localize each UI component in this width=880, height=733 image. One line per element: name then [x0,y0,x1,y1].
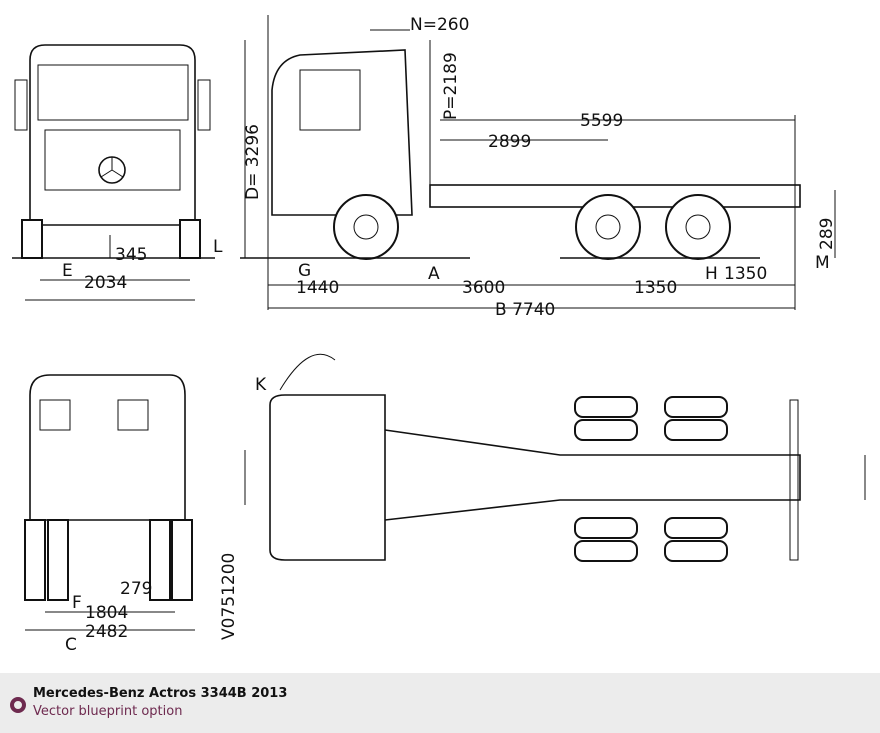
label-289: 289 [817,218,837,250]
label-front-overhang: 1440 [296,278,339,298]
label-total-length: B 7740 [495,300,555,320]
label-wheelbase: 3600 [462,278,505,298]
label-p: P=2189 [441,52,461,120]
label-a: A [428,264,440,284]
side-view [240,15,836,310]
caption-bar [0,673,880,733]
label-axle-spacing: 1350 [634,278,677,298]
label-l: L [213,237,223,257]
label-front-track: 2034 [84,273,127,293]
label-h: H [705,264,718,284]
label-k: K [255,375,267,395]
label-n: N=260 [410,15,469,35]
truck-blueprint: E 345 2034 N=260 P=2189 D= 3296 5599 289… [12,15,866,655]
label-d: D= 3296 [243,124,263,200]
label-2899: 2899 [488,132,531,152]
label-m: M [815,253,830,273]
caption-title: Mercedes-Benz Actros 3344B 2013 [33,686,288,701]
top-view [244,353,866,562]
front-view [12,44,215,301]
label-rear-clearance: 279 [120,579,152,599]
label-front-clearance: 345 [115,245,147,265]
drawing-code: V0751200 [219,553,239,640]
label-5599: 5599 [580,111,623,131]
caption-subtitle[interactable]: Vector blueprint option [33,704,183,719]
label-rear-overhang: 1350 [724,264,767,284]
label-f: F [72,593,82,613]
label-rear-width: 2482 [85,622,128,642]
label-rear-track: 1804 [85,603,128,623]
label-c: C [65,635,77,655]
label-e: E [62,261,73,281]
bullet-icon [10,697,26,713]
rear-view [24,374,195,631]
label-g: G [298,261,311,281]
